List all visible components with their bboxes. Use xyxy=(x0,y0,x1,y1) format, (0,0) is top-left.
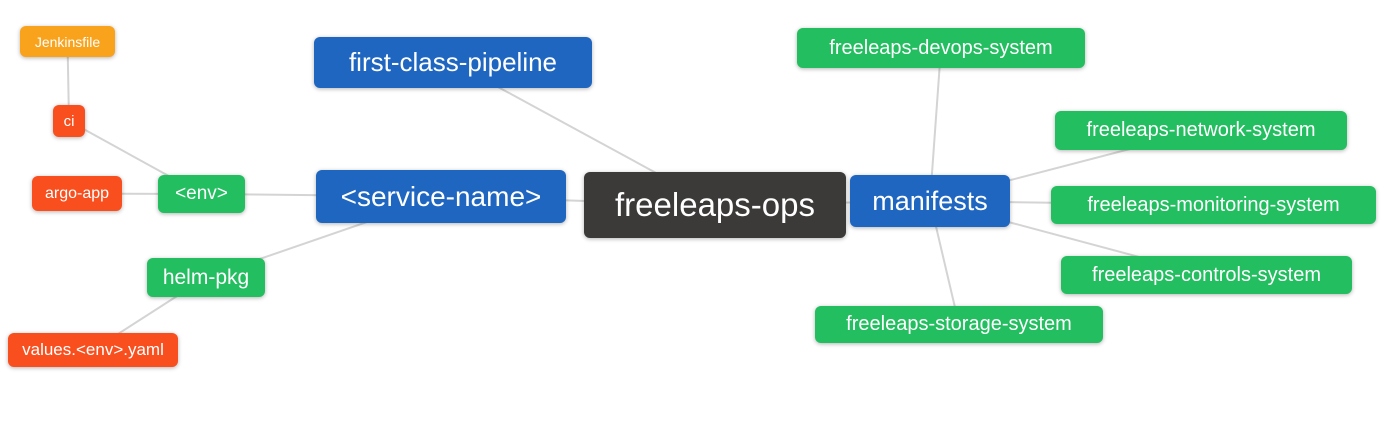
node-freeleaps-network-system[interactable]: freeleaps-network-system xyxy=(1055,111,1347,150)
node-freeleaps-devops-system[interactable]: freeleaps-devops-system xyxy=(797,28,1085,68)
node-values-env-yaml[interactable]: values.<env>.yaml xyxy=(8,333,178,367)
node-ci[interactable]: ci xyxy=(53,105,85,137)
node-freeleaps-monitoring-system[interactable]: freeleaps-monitoring-system xyxy=(1051,186,1376,224)
node-first-class-pipeline[interactable]: first-class-pipeline xyxy=(314,37,592,88)
node-helm-pkg[interactable]: helm-pkg xyxy=(147,258,265,297)
node-freeleaps-ops[interactable]: freeleaps-ops xyxy=(584,172,846,238)
node-freeleaps-controls-system[interactable]: freeleaps-controls-system xyxy=(1061,256,1352,294)
node-service-name[interactable]: <service-name> xyxy=(316,170,566,223)
node-jenkinsfile[interactable]: Jenkinsfile xyxy=(20,26,115,57)
node-env[interactable]: <env> xyxy=(158,175,245,213)
node-manifests[interactable]: manifests xyxy=(850,175,1010,227)
node-argo-app[interactable]: argo-app xyxy=(32,176,122,211)
node-freeleaps-storage-system[interactable]: freeleaps-storage-system xyxy=(815,306,1103,343)
